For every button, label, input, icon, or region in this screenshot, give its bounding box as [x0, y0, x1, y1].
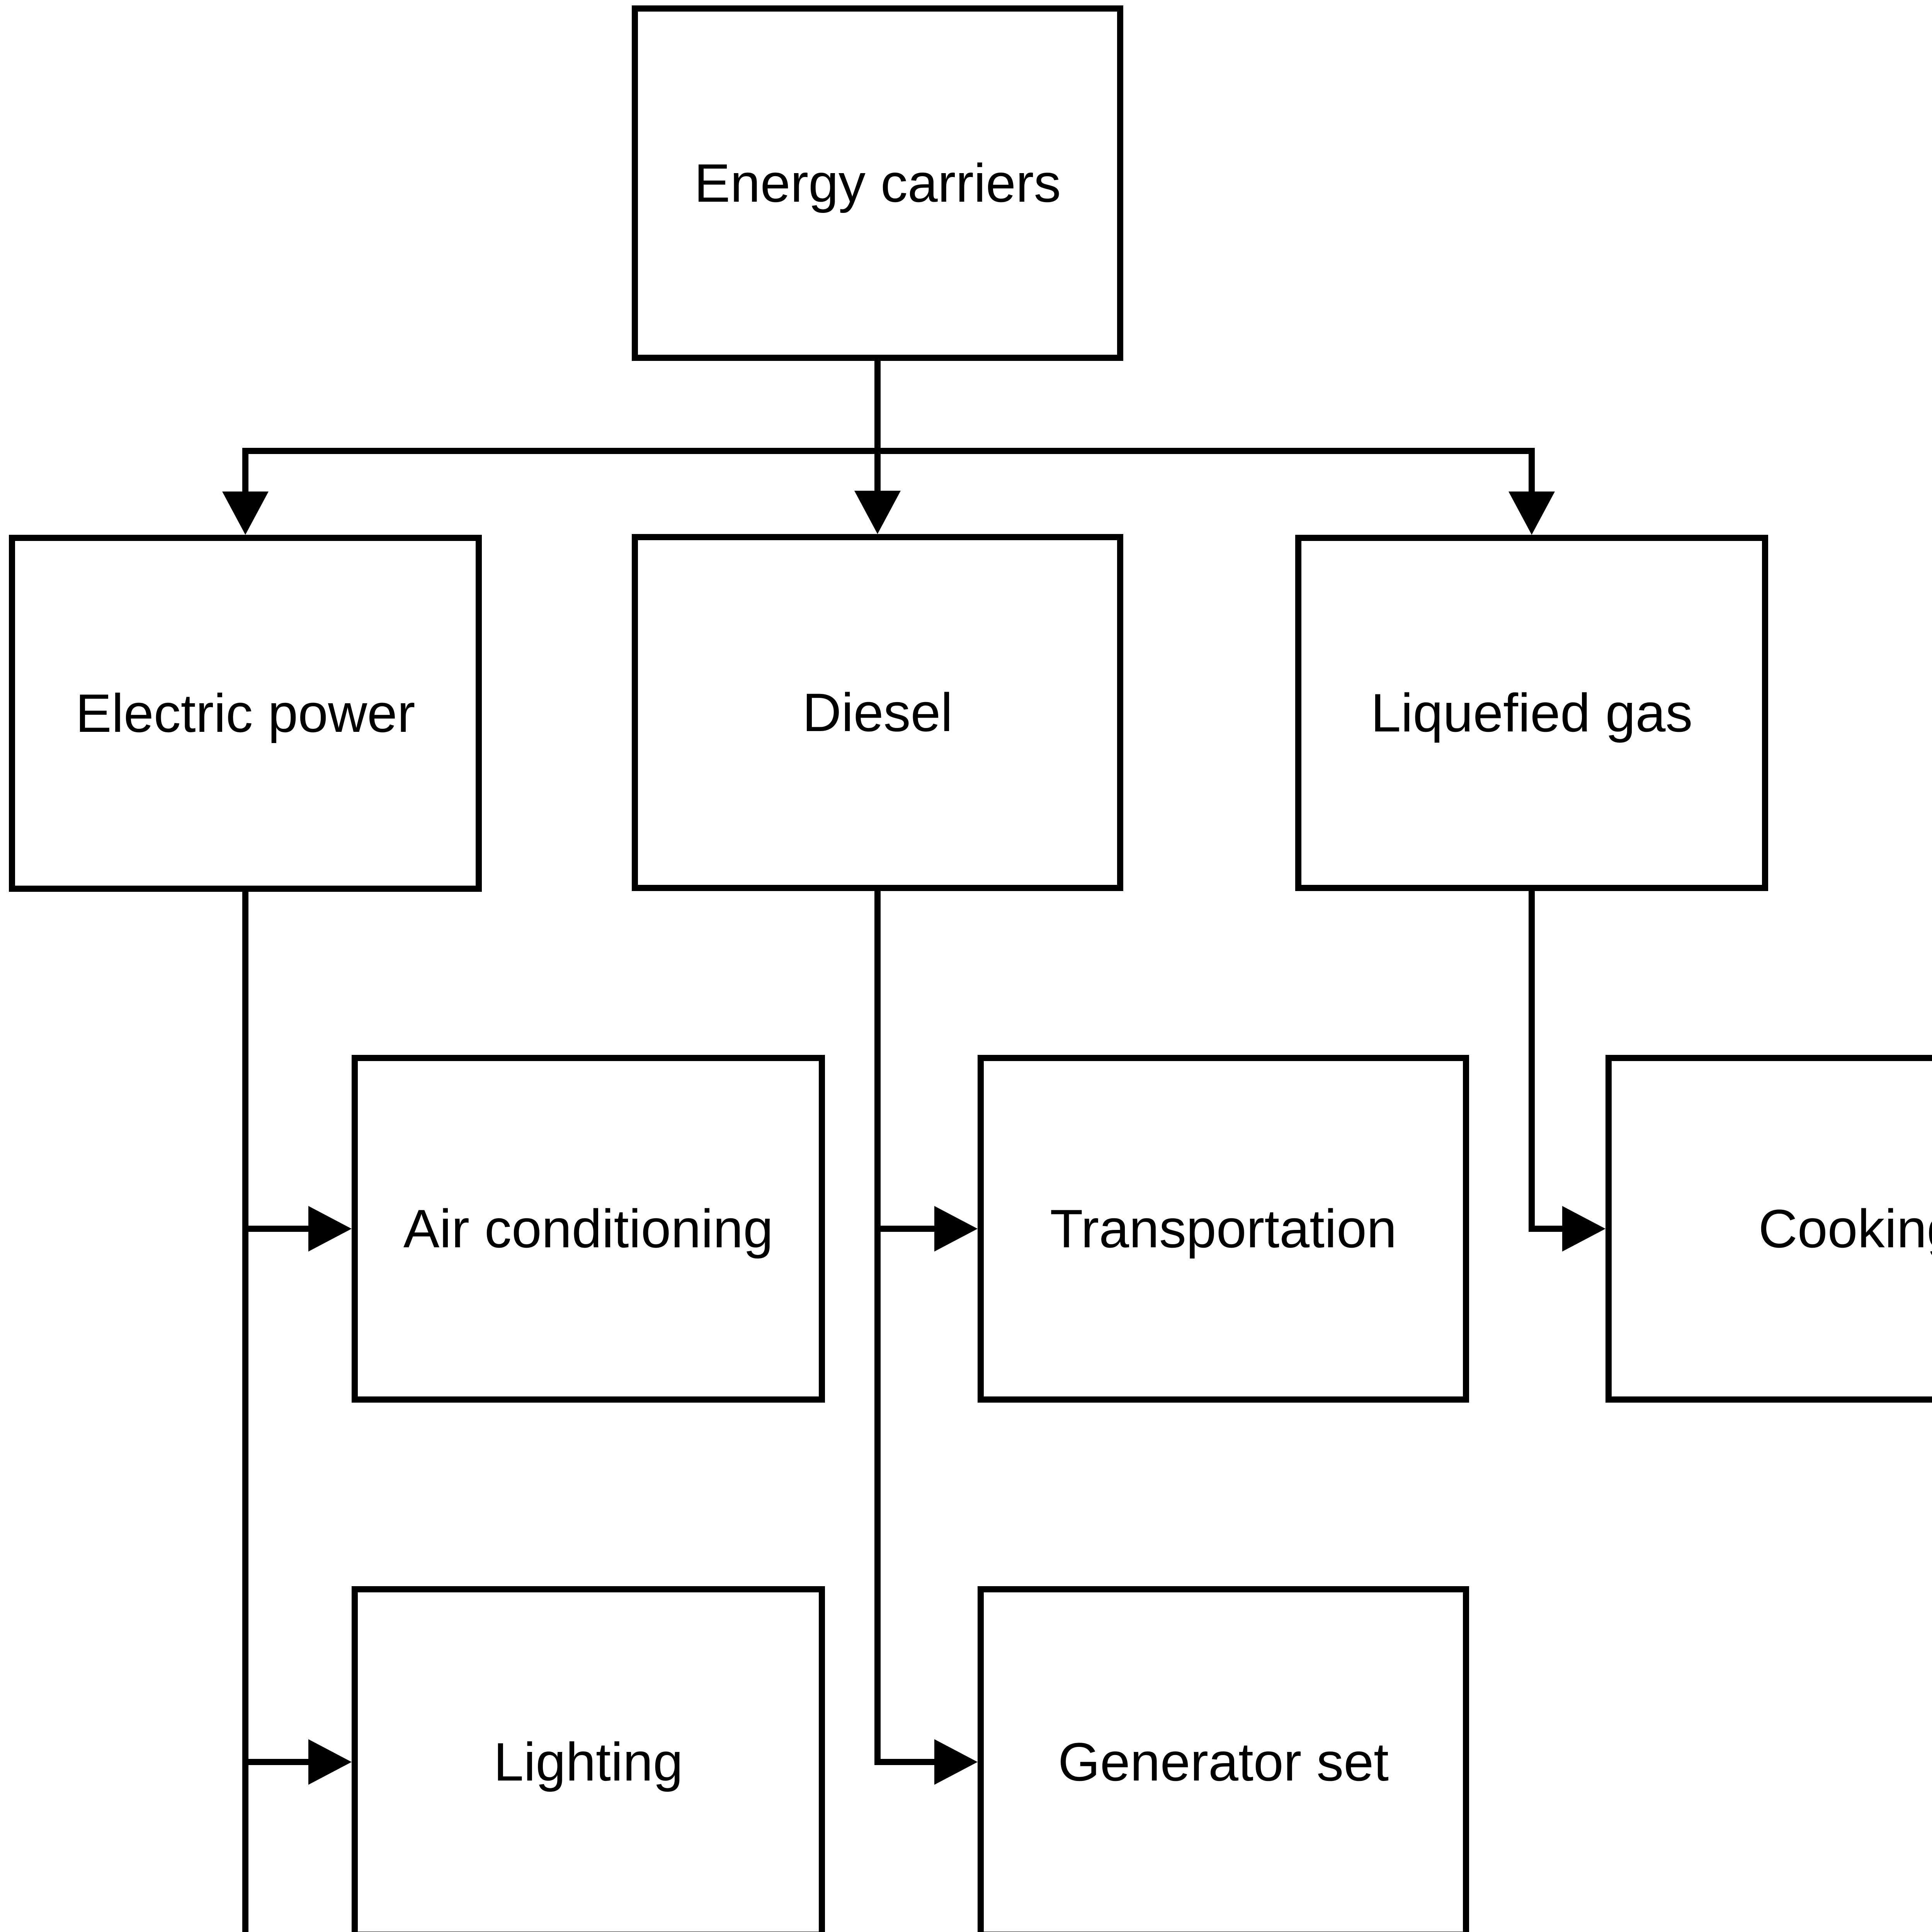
arrowhead-into-lighting	[308, 1739, 352, 1785]
node-electric-power: Electric power	[9, 535, 482, 892]
node-diesel-label: Diesel	[802, 682, 953, 743]
node-diesel: Diesel	[632, 534, 1123, 891]
arrowhead-into-liquefied-gas	[1509, 492, 1555, 535]
node-cooking-label: Cooking	[1758, 1198, 1932, 1259]
connector-branch-generator-set	[874, 1759, 938, 1765]
connector-branch-cooking	[1529, 1226, 1567, 1232]
node-liquefied-gas-label: Liquefied gas	[1371, 682, 1693, 743]
arrowhead-into-air-conditioning	[308, 1206, 352, 1252]
connector-energy-carriers-stem	[874, 360, 881, 454]
connector-electric-power-stub	[242, 448, 248, 492]
arrowhead-into-cooking	[1562, 1206, 1605, 1252]
connector-branch-lighting	[242, 1759, 312, 1765]
node-air-conditioning-label: Air conditioning	[403, 1198, 774, 1259]
connector-branch-transportation	[874, 1226, 938, 1232]
node-generator-set-label: Generator set	[1058, 1731, 1389, 1792]
node-electric-power-label: Electric power	[75, 683, 415, 743]
connector-liquefied-gas-trunk	[1529, 890, 1535, 1232]
node-transportation: Transportation	[978, 1055, 1469, 1403]
connector-branch-air-conditioning	[242, 1226, 312, 1232]
connector-diesel-trunk	[874, 890, 881, 1765]
node-lighting: Lighting	[352, 1586, 825, 1932]
node-liquefied-gas: Liquefied gas	[1295, 535, 1768, 891]
arrowhead-into-generator-set	[934, 1739, 978, 1785]
connector-diesel-stub	[874, 448, 881, 492]
connector-liquefied-gas-stub	[1529, 448, 1535, 492]
arrowhead-into-transportation	[934, 1206, 978, 1252]
connector-level2-horizontal	[242, 448, 1535, 454]
node-generator-set: Generator set	[978, 1586, 1469, 1932]
node-transportation-label: Transportation	[1050, 1198, 1397, 1259]
node-energy-carriers: Energy carriers	[632, 5, 1123, 361]
node-lighting-label: Lighting	[493, 1731, 683, 1792]
node-cooking: Cooking	[1605, 1055, 1932, 1403]
connector-electric-power-trunk	[242, 891, 248, 1932]
node-air-conditioning: Air conditioning	[352, 1055, 825, 1403]
arrowhead-into-diesel	[854, 491, 901, 534]
arrowhead-into-electric-power	[222, 492, 269, 535]
node-energy-carriers-label: Energy carriers	[694, 153, 1061, 213]
